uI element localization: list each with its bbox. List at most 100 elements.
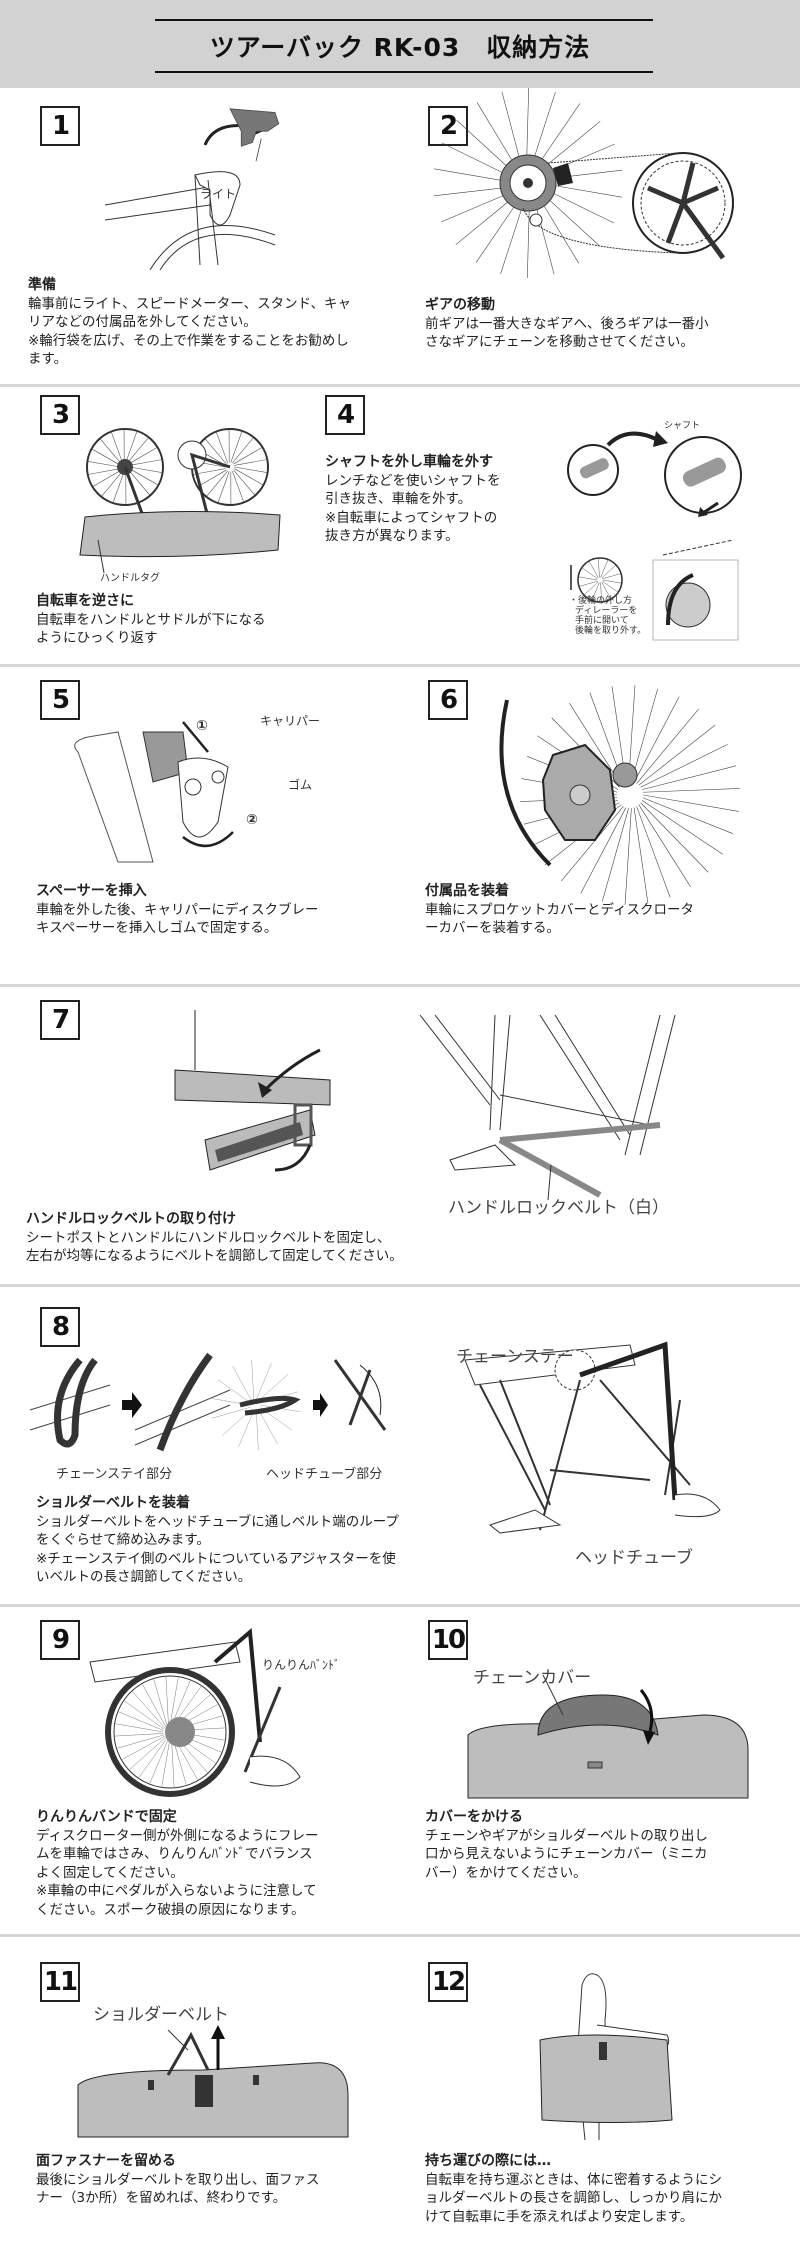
lock-belt-frame-illustration <box>419 1014 676 1201</box>
step-2-heading: ギアの移動 <box>425 297 495 313</box>
spoke <box>101 470 123 497</box>
step-marker-2: ② <box>246 812 258 828</box>
step-12-body-line: 自転車を持ち運ぶときは、体に密着するようにシ <box>425 2171 722 2188</box>
spoke <box>638 724 716 786</box>
step-9-body-line: ください。スポーク破損の原因になります。 <box>36 1901 305 1918</box>
step-7-body-line: シートポストとハンドルにハンドルロックベルトを固定し、 <box>26 1229 391 1246</box>
head-tube-part-label: ヘッドチューブ部分 <box>266 1467 383 1482</box>
spoke <box>142 1684 167 1727</box>
light-label: ライト <box>200 187 237 201</box>
spoke <box>217 1379 251 1403</box>
spoke <box>234 466 268 473</box>
step-8-body-line: ショルダーベルトをヘッドチューブに通しベルト端のループ <box>36 1513 399 1530</box>
step-5-heading: スペーサーを挿入 <box>36 883 147 899</box>
step-10-body-line: バー）をかけてください。 <box>425 1864 587 1881</box>
spoke <box>161 1738 171 1787</box>
step-1-text: 準備 輪事前にライト、スピードメーター、スタンド、キャ リアなどの付属品を外して… <box>28 276 351 369</box>
spoke <box>171 1738 175 1787</box>
spoke <box>92 469 122 488</box>
handle-lock-belt-label: ハンドルロックベルト（白） <box>448 1198 669 1218</box>
title-rule-bottom <box>155 71 653 73</box>
step-12-heading: 持ち運びの際には… <box>425 2153 551 2169</box>
spoke <box>561 806 624 882</box>
handle-tag-label: ハンドルタグ <box>100 573 160 584</box>
head-tube-label: ヘッドチューブ <box>575 1548 693 1568</box>
spoke <box>115 1733 164 1737</box>
spoke <box>600 582 602 602</box>
step-9-text: りんりんバンドで固定 ディスクローター側が外側になるようにフレー ムを車輪ではさ… <box>36 1808 319 1919</box>
spoke <box>602 573 622 580</box>
belt-threading-illustrations <box>29 1352 387 1452</box>
step-5-body-line: キスペーサーを挿入しゴムで固定する。 <box>36 920 278 936</box>
shaft-removal-illustration <box>567 431 742 641</box>
step-4-body-line: レンチなどを使いシャフトを <box>325 472 501 489</box>
spoke <box>117 1734 165 1749</box>
spoke <box>581 567 598 580</box>
rear-wheel-note: ・後輪の外し方 ディレーラーを 手前に開いて 後輪を取り外す。 <box>569 596 646 636</box>
spoke <box>132 1691 166 1729</box>
spoke <box>251 1360 255 1400</box>
spoke <box>127 437 149 464</box>
step-8-text: ショルダーベルトを装着 ショルダーベルトをヘッドチューブに通しベルト端のループ … <box>36 1494 399 1587</box>
step-9-heading: りんりんバンドで固定 <box>36 1809 177 1825</box>
lock-belt-closeup-illustration <box>174 1010 331 1172</box>
spoke <box>588 560 599 579</box>
step-8-heading: ショルダーベルトを装着 <box>36 1495 190 1511</box>
step-7-text: ハンドルロックベルトの取り付け シートポストとハンドルにハンドルロックベルトを固… <box>26 1210 403 1266</box>
spoke <box>128 446 158 465</box>
step-number-10: 10 <box>428 1620 468 1660</box>
step-5-text: スペーサーを挿入 車輪を外した後、キャリパーにディスクブレー キスペーサーを挿入… <box>36 882 319 938</box>
spoke <box>211 1407 251 1419</box>
spoke <box>169 1677 179 1726</box>
step-number-3: 3 <box>40 395 80 435</box>
step-1-body-line: ※輪行袋を広げ、その上で作業をすることをお勧めし <box>28 332 349 349</box>
step-6-text: 付属品を装着 車輪にスプロケットカバーとディスクロータ ーカバーを装着する。 <box>425 882 694 938</box>
spoke <box>129 466 163 473</box>
title-rule-top <box>155 19 653 21</box>
step-7-heading: ハンドルロックベルトの取り付け <box>26 1211 236 1227</box>
step-1-body-line: 輪事前にライト、スピードメーター、スタンド、キャ <box>28 295 352 312</box>
step-number-6: 6 <box>428 680 468 720</box>
spoke <box>230 430 243 463</box>
step-9-body-line: ムを車輪ではさみ、りんりんﾊﾞﾝﾄﾞでバランス <box>36 1846 313 1862</box>
spoke <box>118 1711 164 1731</box>
spoke <box>129 468 159 486</box>
rear-wheel-note-line: 手前に開いて <box>575 616 629 626</box>
spoke <box>233 469 256 496</box>
step-6-body-line: ーカバーを装着する。 <box>425 920 560 936</box>
header-banner: ツアーバック RK-03 収納方法 <box>0 0 800 88</box>
spoke <box>125 430 138 463</box>
spoke <box>642 788 740 793</box>
spoke <box>638 804 691 887</box>
step-4-text: シャフトを外し車輪を外す レンチなどを使いシャフトを 引き抜き、車輪を外す。 ※… <box>325 453 501 546</box>
section-divider <box>0 1284 800 1287</box>
upside-down-bike-illustration <box>79 428 281 574</box>
spoke <box>206 470 228 497</box>
step-number-11: 11 <box>40 1962 80 2002</box>
step-1-body-line: リアなどの付属品を外してください。 <box>28 314 257 330</box>
step-11-text: 面ファスナーを留める 最後にショルダーベルトを取り出し、面ファス ナー（3か所）… <box>36 2152 320 2208</box>
step-12-body-line: ョルダーベルトの長さを調節し、しっかり肩にか <box>425 2190 722 2206</box>
step-7-body-line: 左右が均等になるようにベルトを調節して固定してください。 <box>26 1248 403 1264</box>
chain-cover-illustration <box>467 1674 749 1799</box>
step-12-text: 持ち運びの際には… 自転車を持ち運ぶときは、体に密着するようにシ ョルダーベルト… <box>425 2152 722 2226</box>
spoke <box>87 468 121 475</box>
spoke <box>91 448 121 466</box>
step-8-body-line: ※チェーンステイ側のベルトについているアジャスターを使 <box>36 1550 396 1567</box>
step-2-text: ギアの移動 前ギアは一番大きなギアへ、後ろギアは一番小 さなギアにチェーンを移動… <box>425 296 709 352</box>
step-10-heading: カバーをかける <box>425 1809 523 1825</box>
page-title: ツアーバック RK-03 収納方法 <box>209 33 591 62</box>
carrying-person-illustration <box>539 1973 673 2141</box>
spoke <box>258 1374 289 1401</box>
spoke <box>641 800 723 855</box>
spoke <box>234 459 268 466</box>
spoke <box>580 807 627 894</box>
step-6-heading: 付属品を装着 <box>425 883 509 899</box>
spoke <box>232 437 254 464</box>
spoke <box>110 431 124 464</box>
step-4-heading: シャフトを外し車輪を外す <box>325 454 493 470</box>
step-5-body-line: 車輪を外した後、キャリパーにディスクブレー <box>36 901 319 918</box>
step-number-2: 2 <box>428 106 468 146</box>
spoke <box>624 808 632 905</box>
